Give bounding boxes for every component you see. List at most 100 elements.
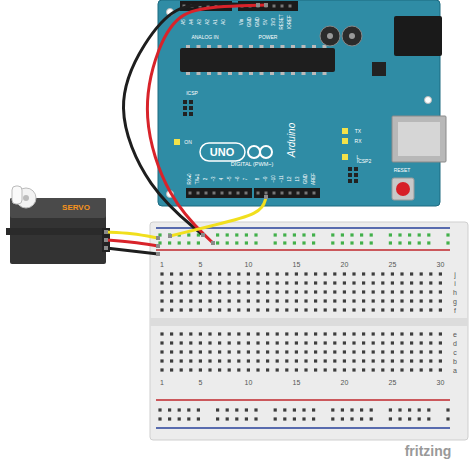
- capacitor: [320, 26, 340, 46]
- breadboard-hole: [381, 290, 384, 293]
- breadboard-hole: [170, 332, 173, 335]
- rail-hole: [197, 233, 200, 236]
- row-letter: b: [453, 358, 457, 365]
- rail-hole: [370, 408, 373, 411]
- breadboard-hole: [400, 350, 403, 353]
- breadboard-hole: [400, 341, 403, 344]
- breadboard-hole: [256, 350, 259, 353]
- led-label: ON: [184, 140, 192, 145]
- breadboard-hole: [343, 350, 346, 353]
- breadboard-hole: [189, 299, 192, 302]
- breadboard-hole: [324, 308, 327, 311]
- breadboard-hole: [372, 281, 375, 284]
- rail-hole: [427, 233, 430, 236]
- pin-label: 8: [256, 178, 261, 181]
- rail-hole: [235, 417, 238, 420]
- rail-hole: [216, 408, 219, 411]
- breadboard-hole: [400, 332, 403, 335]
- rail-hole: [408, 417, 411, 420]
- icsp-pin: [183, 112, 187, 116]
- icsp2-pin: [354, 173, 358, 177]
- usb-connector-inner: [398, 122, 440, 156]
- rx-led: [342, 138, 348, 144]
- header-pin: [197, 192, 200, 195]
- usb-connector: [392, 116, 446, 162]
- chip-pin: [281, 72, 285, 75]
- breadboard-hole: [391, 290, 394, 293]
- chip-pin: [207, 45, 211, 48]
- breadboard-hole: [237, 290, 240, 293]
- breadboard-hole: [228, 290, 231, 293]
- breadboard-hole: [218, 308, 221, 311]
- rail-hole: [293, 408, 296, 411]
- rail-line: [156, 249, 450, 251]
- breadboard-hole: [333, 299, 336, 302]
- breadboard-hole: [362, 350, 365, 353]
- rail-hole: [331, 408, 334, 411]
- rail-hole: [274, 408, 277, 411]
- pin-label: 4: [220, 178, 225, 181]
- breadboard-hole: [228, 332, 231, 335]
- breadboard-hole: [189, 359, 192, 362]
- breadboard-hole: [180, 308, 183, 311]
- pin-label: ~9: [264, 176, 269, 181]
- breadboard-hole: [295, 350, 298, 353]
- breadboard-hole: [439, 308, 442, 311]
- header-label: ICSP2: [357, 159, 371, 164]
- header-pin: [273, 5, 276, 8]
- breadboard-hole: [218, 290, 221, 293]
- pin-label: A5: [182, 19, 187, 25]
- rail-line: [156, 227, 450, 229]
- rail-hole: [398, 241, 401, 244]
- rail-hole: [302, 233, 305, 236]
- header-pin: [223, 5, 226, 8]
- chip-pin: [218, 72, 222, 75]
- breadboard-hole: [420, 299, 423, 302]
- rail-hole: [341, 417, 344, 420]
- breadboard-hole: [439, 359, 442, 362]
- breadboard-hole: [391, 299, 394, 302]
- header-pin: [207, 5, 210, 8]
- breadboard-hole: [343, 341, 346, 344]
- rail-hole: [226, 241, 229, 244]
- wire-end: [201, 233, 205, 237]
- breadboard-hole: [324, 272, 327, 275]
- header-pin: [297, 192, 300, 195]
- icsp-pin: [189, 100, 193, 104]
- breadboard-hole: [420, 359, 423, 362]
- rail-hole: [274, 241, 277, 244]
- icsp-pin: [183, 100, 187, 104]
- breadboard-hole: [400, 308, 403, 311]
- breadboard-hole: [285, 359, 288, 362]
- breadboard-hole: [324, 281, 327, 284]
- rail-hole: [216, 241, 219, 244]
- chip-pin: [228, 72, 232, 75]
- breadboard-body: [150, 222, 468, 440]
- led-label: TX: [355, 129, 361, 134]
- pin-label: A1: [214, 19, 219, 25]
- l-led: [342, 154, 348, 160]
- breadboard-hole: [410, 281, 413, 284]
- rail-hole: [312, 233, 315, 236]
- breadboard-hole: [391, 308, 394, 311]
- header-pin: [313, 192, 316, 195]
- rail-hole: [446, 408, 449, 411]
- breadboard-hole: [324, 359, 327, 362]
- breadboard-hole: [189, 368, 192, 371]
- breadboard-hole: [362, 299, 365, 302]
- breadboard-hole: [276, 368, 279, 371]
- breadboard-hole: [410, 272, 413, 275]
- pin-label: 5V: [264, 19, 269, 25]
- breadboard-hole: [247, 350, 250, 353]
- breadboard-hole: [391, 332, 394, 335]
- breadboard-hole: [170, 290, 173, 293]
- breadboard-hole: [180, 272, 183, 275]
- mounting-hole: [425, 97, 432, 104]
- servo-horn-screw: [23, 195, 29, 201]
- breadboard-hole: [304, 341, 307, 344]
- rail-hole: [254, 417, 257, 420]
- rail-hole: [235, 241, 238, 244]
- breadboard-hole: [295, 290, 298, 293]
- rail-hole: [408, 233, 411, 236]
- breadboard-hole: [180, 290, 183, 293]
